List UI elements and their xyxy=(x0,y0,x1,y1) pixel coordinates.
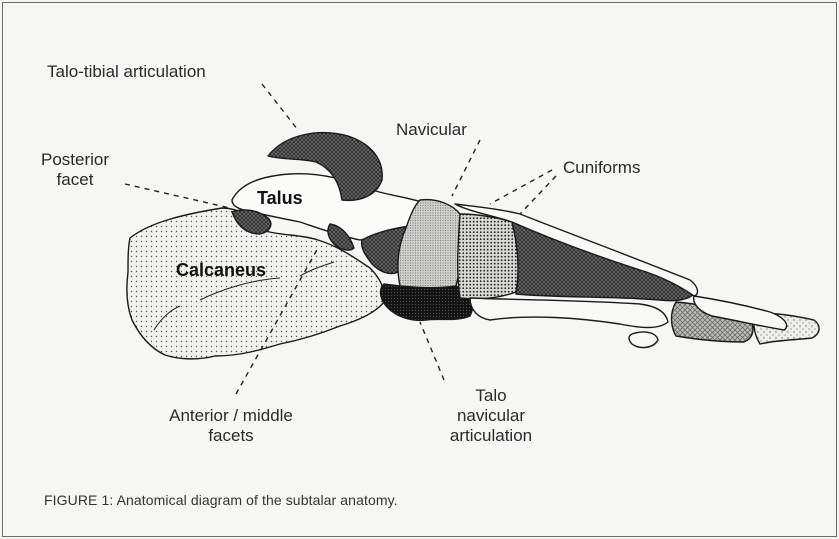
label-navicular: Navicular xyxy=(396,120,467,140)
label-talo-line1: Talo xyxy=(436,386,546,406)
label-anterior-line2: facets xyxy=(156,426,306,446)
label-calcaneus: Calcaneus xyxy=(176,260,266,280)
leader-navicular xyxy=(452,140,480,196)
lower-metatarsal xyxy=(470,298,668,328)
label-talo-line3: articulation xyxy=(436,426,546,446)
label-posterior-line2: facet xyxy=(30,170,120,190)
label-talo-navicular-articulation: Talo navicular articulation xyxy=(436,386,546,446)
leader-talo-navicular xyxy=(420,322,444,380)
leader-cuniforms-1 xyxy=(490,170,552,204)
leader-posterior-facet xyxy=(125,184,230,208)
label-cuniforms: Cuniforms xyxy=(563,158,640,178)
leader-talo-tibial xyxy=(262,84,298,130)
label-talus: Talus xyxy=(257,188,303,208)
leader-cuniforms-2 xyxy=(520,176,556,214)
sesamoid-bone xyxy=(629,332,658,347)
label-anterior-middle-facets: Anterior / middle facets xyxy=(156,406,306,446)
label-anterior-line1: Anterior / middle xyxy=(156,406,306,426)
label-posterior-line1: Posterior xyxy=(30,150,120,170)
label-talo-tibial-articulation: Talo-tibial articulation xyxy=(47,62,206,82)
label-posterior-facet: Posterior facet xyxy=(30,150,120,190)
figure-caption: FIGURE 1: Anatomical diagram of the subt… xyxy=(44,492,398,508)
label-talo-line2: navicular xyxy=(436,406,546,426)
cuneiform-bone xyxy=(458,214,518,299)
